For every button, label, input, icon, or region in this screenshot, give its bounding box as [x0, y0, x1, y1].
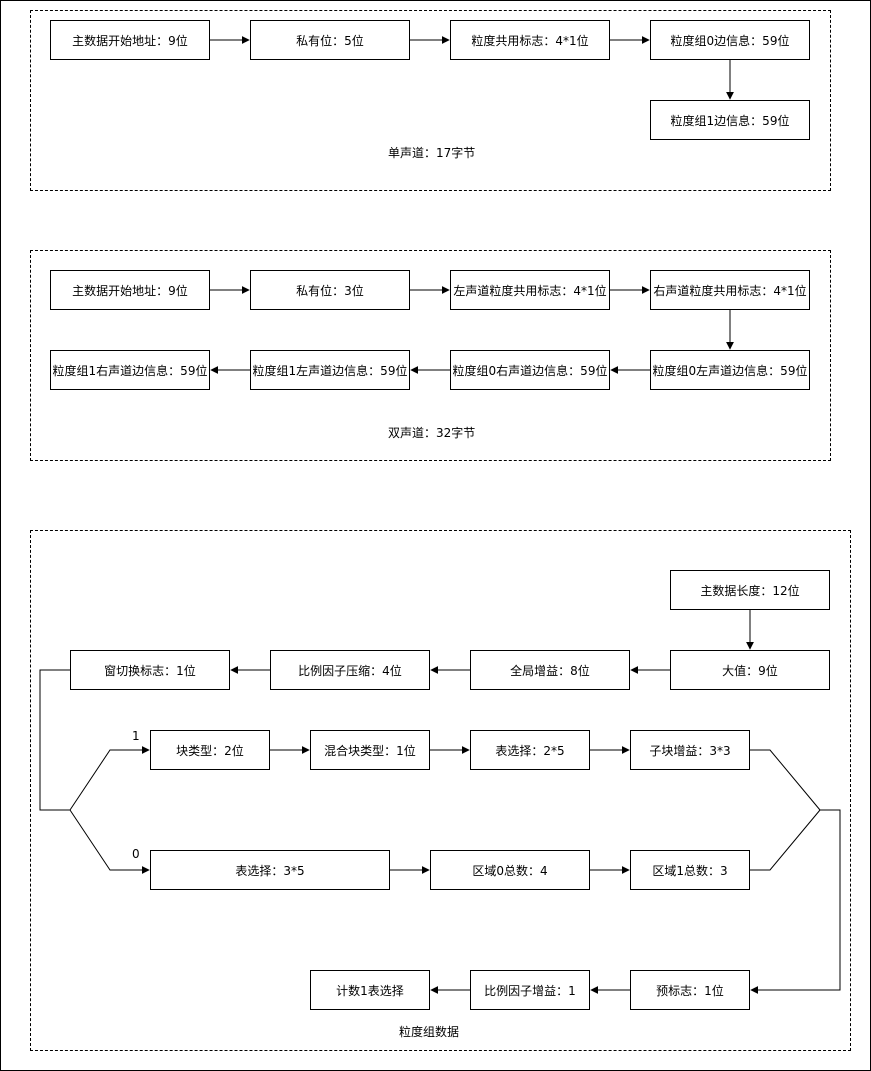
wire-gr-region1-merge — [750, 809, 821, 871]
mono-gran1-node: 粒度组1边信息：59位 — [650, 100, 810, 140]
gr-count1-table-node: 计数1表选择 — [310, 970, 430, 1010]
stereo-caption: 双声道：32字节 — [388, 426, 476, 440]
granule-caption: 粒度组数据 — [399, 1025, 460, 1039]
mono-main-addr-node: 主数据开始地址：9位 — [50, 20, 210, 60]
mono-gran-share-node: 粒度共用标志：4*1位 — [450, 20, 610, 60]
mono-private-node: 私有位：5位 — [250, 20, 410, 60]
arrow-gr-split-branch1 — [69, 746, 150, 811]
stereo-main-addr-node: 主数据开始地址：9位 — [50, 270, 210, 310]
gr-subblock-gain-node: 子块增益：3*3 — [630, 730, 750, 770]
stereo-g0-right-node: 粒度组0右声道边信息：59位 — [450, 350, 610, 390]
wire-gr-win-to-split — [39, 669, 70, 811]
granule-group — [30, 530, 851, 1051]
gr-main-len-node: 主数据长度：12位 — [670, 570, 830, 610]
mono-gran0-node: 粒度组0边信息：59位 — [650, 20, 810, 60]
gr-scale-compress-node: 比例因子压缩：4位 — [270, 650, 430, 690]
gr-table-sel-2x5-node: 表选择：2*5 — [470, 730, 590, 770]
wire-gr-subblock-merge — [750, 749, 821, 811]
stereo-right-share-node: 右声道粒度共用标志：4*1位 — [650, 270, 810, 310]
gr-branch0-label: 0 — [132, 847, 140, 861]
stereo-left-share-node: 左声道粒度共用标志：4*1位 — [450, 270, 610, 310]
stereo-group — [30, 250, 831, 461]
mono-caption: 单声道：17字节 — [388, 146, 476, 160]
stereo-private-node: 私有位：3位 — [250, 270, 410, 310]
gr-win-switch-node: 窗切换标志：1位 — [70, 650, 230, 690]
arrow-gr-split-branch0 — [69, 809, 150, 874]
gr-scalefac-scale-node: 比例因子增益：1 — [470, 970, 590, 1010]
gr-table-sel-3x5-node: 表选择：3*5 — [150, 850, 390, 890]
stereo-g0-left-node: 粒度组0左声道边信息：59位 — [650, 350, 810, 390]
stereo-g1-right-node: 粒度组1右声道边信息：59位 — [50, 350, 210, 390]
gr-big-val-node: 大值：9位 — [670, 650, 830, 690]
gr-branch1-label: 1 — [132, 729, 140, 743]
stereo-g1-left-node: 粒度组1左声道边信息：59位 — [250, 350, 410, 390]
gr-mixed-block-node: 混合块类型：1位 — [310, 730, 430, 770]
gr-region1-node: 区域1总数：3 — [630, 850, 750, 890]
mono-group — [30, 10, 831, 191]
gr-region0-node: 区域0总数：4 — [430, 850, 590, 890]
gr-preflag-node: 预标志：1位 — [630, 970, 750, 1010]
arrow-gr-merge-to-preflag — [750, 809, 841, 994]
gr-global-gain-node: 全局增益：8位 — [470, 650, 630, 690]
gr-block-type-node: 块类型：2位 — [150, 730, 270, 770]
